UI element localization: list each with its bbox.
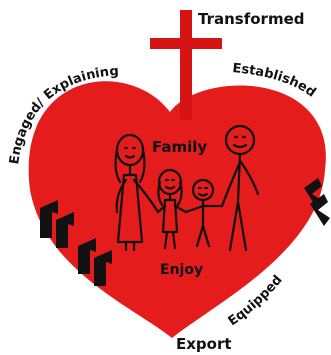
stick-figure-family-icon [114, 124, 260, 252]
double-chevron-icon [40, 178, 330, 286]
label-export: Export [176, 335, 232, 353]
heart-icon [28, 81, 326, 339]
label-transformed: Transformed [198, 10, 304, 28]
label-family: Family [152, 138, 207, 156]
cross-icon [150, 10, 222, 120]
label-enjoy: Enjoy [160, 262, 203, 278]
